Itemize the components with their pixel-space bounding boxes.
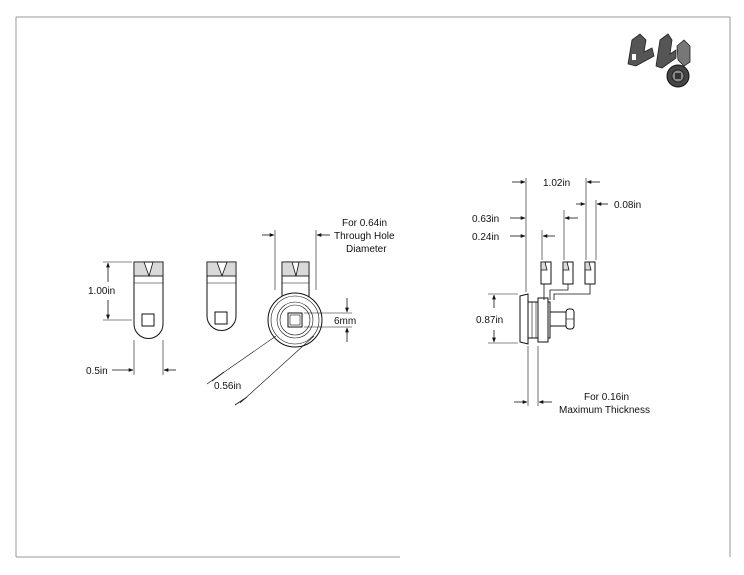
cam-lock-3d-preview-icon <box>627 33 691 88</box>
dim-through-hole-label-2: Through Hole <box>334 231 395 242</box>
dim-nut-diameter-label: 0.56in <box>214 381 241 392</box>
lever-side-view <box>206 261 237 331</box>
cam-lock-side-view <box>519 261 596 345</box>
dim-square-drive <box>304 298 352 342</box>
dim-max-thickness <box>514 346 552 406</box>
lever-front-view <box>133 261 164 339</box>
dim-body-diameter <box>488 293 518 344</box>
dim-lever-height <box>103 261 132 321</box>
dim-max-thickness-label-1: For 0.16in <box>584 392 629 403</box>
dim-max-thickness-label-2: Maximum Thickness <box>559 405 650 416</box>
dim-top-extension-lines <box>525 178 597 292</box>
dim-square-drive-label: 6mm <box>334 316 356 327</box>
dim-lever-width-label: 0.5in <box>86 366 108 377</box>
dim-offset-b-label: 0.24in <box>472 232 499 243</box>
sheet-frame <box>15 16 731 558</box>
dim-through-hole <box>262 230 330 290</box>
dim-lever-height-label: 1.00in <box>88 286 115 297</box>
dim-through-hole-label-3: Diameter <box>346 244 387 255</box>
dim-lever-width <box>112 340 176 375</box>
round-nut-front-view <box>267 292 323 348</box>
dim-nut-diameter <box>206 335 315 406</box>
dim-offset-a-label: 0.63in <box>472 214 499 225</box>
lever-with-nut-view <box>281 261 310 301</box>
dim-body-diameter-label: 0.87in <box>476 315 503 326</box>
dim-through-hole-label-1: For 0.64in <box>342 218 387 229</box>
dim-offset-c-label: 0.08in <box>614 200 641 211</box>
dim-overall-depth-label: 1.02in <box>543 178 570 189</box>
